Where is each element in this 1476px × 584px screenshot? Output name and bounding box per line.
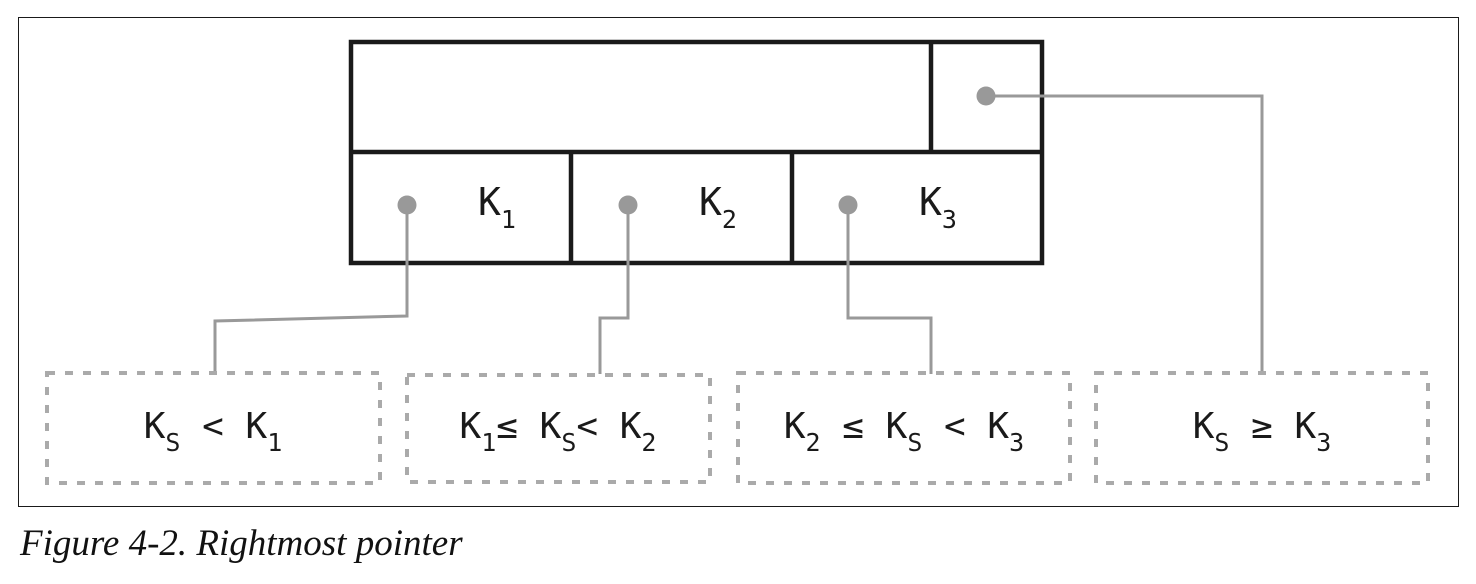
range-4-part-2: ≥ xyxy=(1229,406,1294,447)
range-label-4: KS ≥ K3 xyxy=(1193,406,1332,457)
range-4-part-1: K xyxy=(1193,406,1215,447)
range-label-3: K2 ≤ KS < K3 xyxy=(784,406,1024,457)
key-label-2: K2 xyxy=(699,180,737,234)
range-2-part-3-subscript: S xyxy=(561,428,576,457)
range-3-part-1-subscript: 2 xyxy=(806,428,821,457)
key-1-base: K xyxy=(478,180,501,224)
key-3-base: K xyxy=(919,180,942,224)
rightmost-pointer-line xyxy=(986,94,1264,374)
key-1-subscript: 1 xyxy=(501,205,516,234)
pointer-dot-2 xyxy=(618,195,638,215)
range-3-part-5: K xyxy=(987,406,1009,447)
range-2-part-5-subscript: 2 xyxy=(641,428,656,457)
range-2-part-1: K xyxy=(460,406,482,447)
range-4-part-1-subscript: S xyxy=(1214,428,1229,457)
range-3-part-1: K xyxy=(784,406,806,447)
key-2-base: K xyxy=(699,180,722,224)
child-box-3 xyxy=(736,371,1072,485)
range-2-part-3: K xyxy=(540,406,562,447)
range-3-part-5-subscript: 3 xyxy=(1009,428,1024,457)
btree-node xyxy=(348,39,1045,266)
child-range-boxes xyxy=(45,371,1430,485)
key-2-subscript: 2 xyxy=(722,205,737,234)
btree-node-diagram: K1 K2 K3 KS < K1 K1≤ KS< K2 K2 ≤ KS < K3… xyxy=(45,39,1430,485)
range-2-part-5: K xyxy=(620,406,642,447)
range-3-part-3-subscript: S xyxy=(907,428,922,457)
range-1-part-1: K xyxy=(144,406,166,447)
pointer-lines xyxy=(213,94,1264,374)
key-label-1: K1 xyxy=(478,180,516,234)
key-3-subscript: 3 xyxy=(942,205,957,234)
range-label-2: K1≤ KS< K2 xyxy=(460,406,657,457)
key-labels: K1 K2 K3 xyxy=(478,180,957,234)
pointer-line-1 xyxy=(213,205,409,374)
range-4-part-3-subscript: 3 xyxy=(1316,428,1331,457)
rightmost-pointer-dot xyxy=(976,86,996,106)
pointer-dot-3 xyxy=(838,195,858,215)
range-label-1: KS < K1 xyxy=(144,406,283,457)
range-1-part-3: K xyxy=(246,406,268,447)
range-2-part-1-subscript: 1 xyxy=(481,428,496,457)
range-labels: KS < K1 K1≤ KS< K2 K2 ≤ KS < K3 KS ≥ K3 xyxy=(144,406,1332,457)
pointer-dot-1 xyxy=(397,195,417,215)
pointer-line-2 xyxy=(598,205,630,374)
range-3-part-3: K xyxy=(886,406,908,447)
range-4-part-3: K xyxy=(1295,406,1317,447)
figure-caption: Figure 4-2. Rightmost pointer xyxy=(20,523,463,564)
key-label-3: K3 xyxy=(919,180,957,234)
range-2-part-2: ≤ xyxy=(496,406,539,447)
range-1-part-1-subscript: S xyxy=(165,428,180,457)
pointer-line-3 xyxy=(846,205,933,374)
child-box-1 xyxy=(45,371,382,485)
range-1-part-2: < xyxy=(180,406,245,447)
range-3-part-2: ≤ xyxy=(821,406,886,447)
range-2-part-4: < xyxy=(576,406,619,447)
child-box-4 xyxy=(1094,371,1430,485)
pointer-dots xyxy=(397,86,996,215)
range-1-part-3-subscript: 1 xyxy=(267,428,282,457)
range-3-part-4: < xyxy=(922,406,987,447)
child-box-2 xyxy=(405,373,712,484)
